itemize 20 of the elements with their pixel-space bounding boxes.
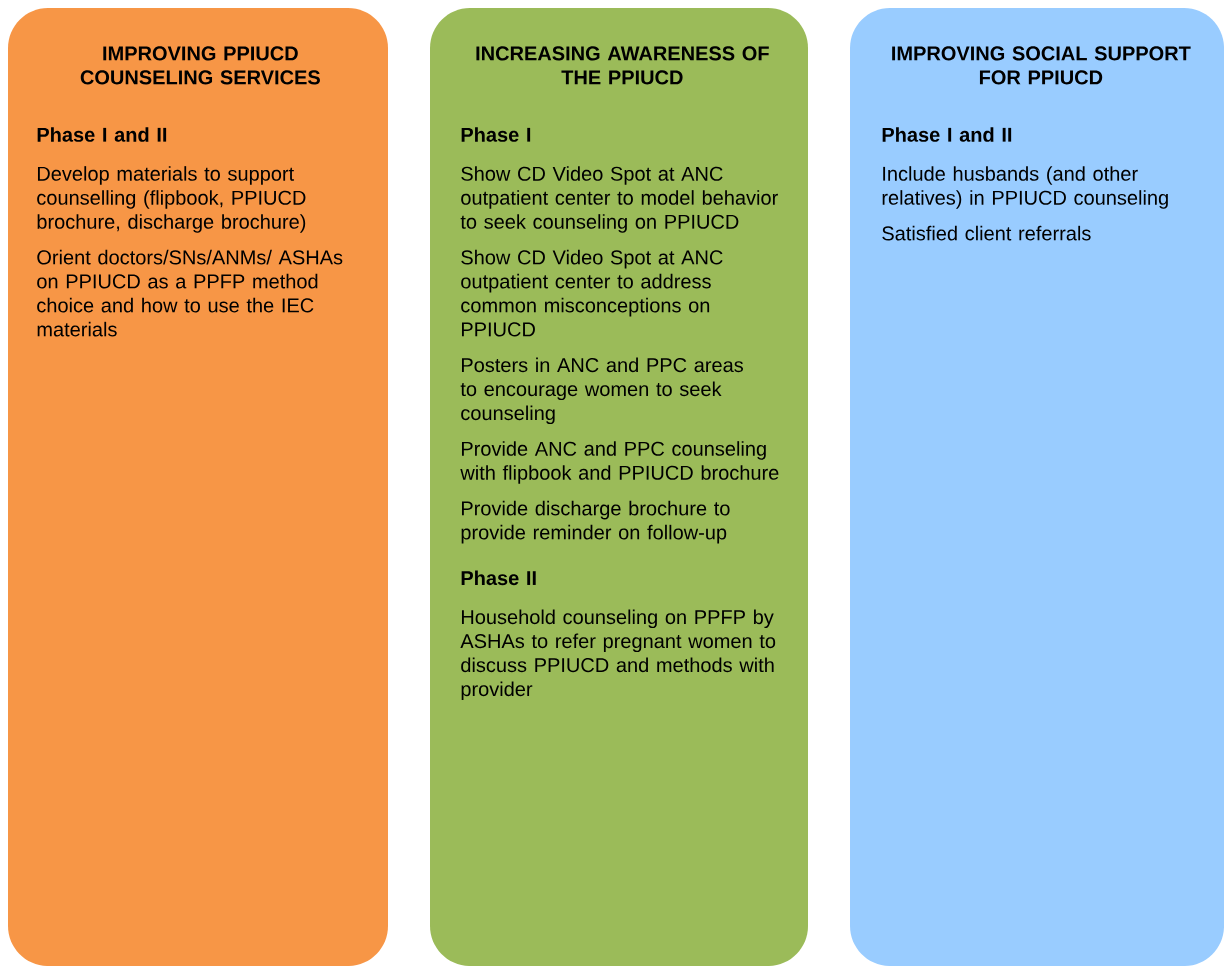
activity-text: Satisfied client referrals xyxy=(882,225,1091,241)
activity-text: Show CD Video Spot at ANC outpatient center to model behavior to seek counseling on PPIUCD xyxy=(460,166,778,233)
column-panel xyxy=(430,8,808,966)
activity-text: Show CD Video Spot at ANC outpatient center to address common misconceptions on PPIUCD xyxy=(461,249,723,337)
activity-text: Provide discharge brochure to provide reminder on follow-up xyxy=(461,500,730,544)
activity-text: Orient doctors/SNs/ANMs/ ASHAs on PPIUCD as a PPFP method choice and how to use the IEC materials xyxy=(37,249,343,337)
column-heading: INCREASING AWARENESS OF THE PPIUCD xyxy=(476,46,769,85)
phase-label: Phase I xyxy=(461,127,531,142)
phase-label: Phase II xyxy=(461,570,536,586)
column-panel xyxy=(850,8,1224,966)
activity-text: Develop materials to support counselling (flipbook, PPIUCD brochure, discharge brochure) xyxy=(37,166,306,233)
phase-label: Phase I and II xyxy=(882,127,1012,142)
column-panel xyxy=(8,8,388,966)
activity-text: Posters in ANC and PPC areas to encourage women to seek counseling xyxy=(460,357,743,425)
column-heading: IMPROVING PPIUCD COUNSELING SERVICES xyxy=(80,46,320,85)
activity-text: Provide ANC and PPC counseling with flipbook and PPIUCD brochure xyxy=(460,441,779,484)
phase-label: Phase I and II xyxy=(37,127,167,142)
activity-text: Household counseling on PPFP by ASHAs to refer pregnant women to discuss PPIUCD and methods with provider xyxy=(460,609,776,701)
activity-text: Include husbands (and other relatives) in PPIUCD counseling xyxy=(882,166,1168,209)
column-heading: IMPROVING SOCIAL SUPPORT FOR PPIUCD xyxy=(892,46,1191,85)
